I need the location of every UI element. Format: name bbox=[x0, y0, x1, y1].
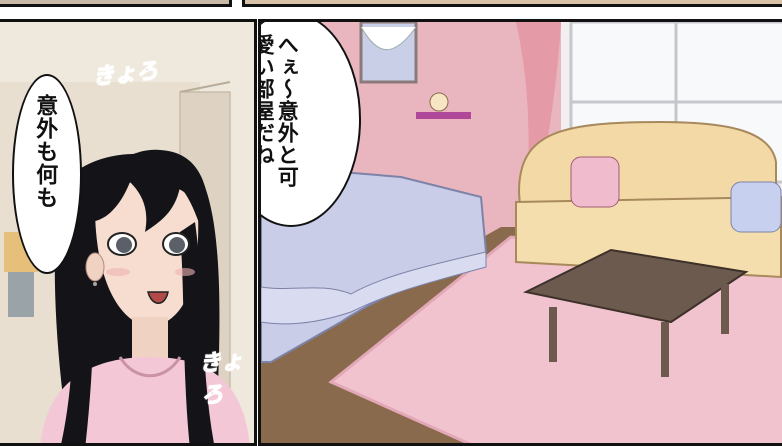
table-leg-3 bbox=[721, 284, 729, 334]
blush-right bbox=[175, 268, 195, 276]
speech-text-right: へぇ～意外と可愛い部屋だね bbox=[258, 34, 300, 188]
previous-panel-edge-left bbox=[0, 0, 232, 7]
hair-bangs bbox=[88, 149, 210, 252]
previous-panel-edge-right bbox=[242, 0, 782, 7]
speech-text-left: 意外も何も bbox=[32, 94, 58, 209]
lamp-base bbox=[8, 272, 34, 317]
right-iris bbox=[169, 237, 185, 253]
right-panel: へぇ～意外と可愛い部屋だね bbox=[258, 19, 782, 446]
wall-edge-line bbox=[179, 81, 231, 93]
pink-cushion bbox=[570, 156, 620, 208]
bed-ruffle bbox=[261, 251, 487, 325]
blush-left bbox=[106, 268, 130, 276]
collar bbox=[118, 356, 182, 378]
mouth bbox=[147, 291, 169, 304]
sofa-seat bbox=[515, 195, 782, 279]
left-panel: 意外も何も きょろ きょろ bbox=[0, 19, 257, 446]
sfx-kyoro-bottom: きょろ bbox=[198, 348, 245, 409]
picture-drape bbox=[360, 26, 417, 50]
table-leg-1 bbox=[549, 307, 557, 362]
figurine bbox=[429, 92, 449, 112]
table-leg-2 bbox=[661, 322, 669, 377]
right-panel-art bbox=[261, 22, 782, 443]
left-iris bbox=[116, 237, 132, 253]
hair-side-right bbox=[180, 222, 214, 443]
hair-side-left bbox=[61, 222, 95, 443]
sfx-kyoro-top: きょろ bbox=[91, 58, 160, 91]
table-top bbox=[522, 248, 749, 324]
earring bbox=[93, 282, 97, 286]
ear bbox=[85, 252, 105, 282]
speech-bubble-left bbox=[12, 74, 82, 274]
face bbox=[95, 181, 199, 327]
neck bbox=[132, 317, 168, 362]
blue-cushion bbox=[730, 181, 782, 233]
wall-shelf bbox=[416, 112, 471, 119]
